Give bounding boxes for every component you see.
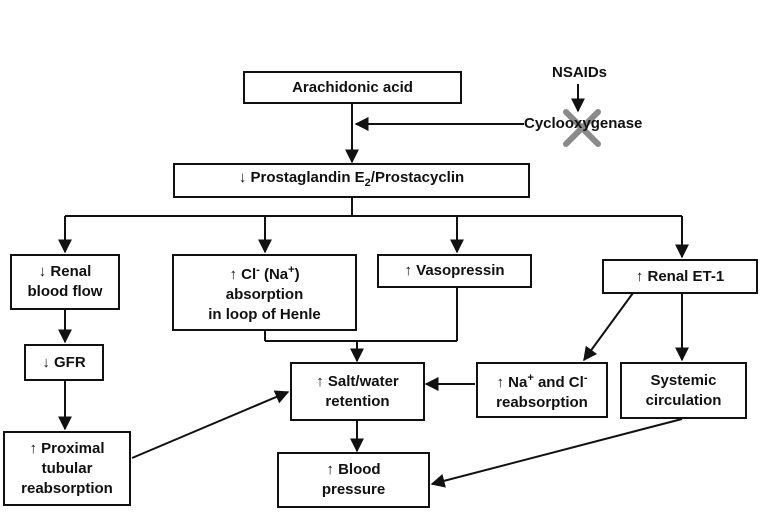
node-prostaglandin: ↓ Prostaglandin E2/Prostacyclin xyxy=(173,163,530,198)
node-salt-water-retention: ↑ Salt/water retention xyxy=(290,362,425,421)
x-mark-icon xyxy=(563,109,601,147)
node-renal-blood-flow: ↓ Renal blood flow xyxy=(10,254,120,310)
arrow-systemic-to-bp xyxy=(430,418,683,488)
node-blood-pressure: ↑ Blood pressure xyxy=(277,452,430,508)
node-nsaids: NSAIDs xyxy=(552,64,608,81)
node-renal-et1: ↑ Renal ET-1 xyxy=(602,259,758,294)
node-cl-absorption: ↑ Cl- (Na+) absorption in loop of Henle xyxy=(172,254,357,331)
node-proximal-tubular-reabsorption: ↑ Proximal tubular reabsorption xyxy=(3,431,131,506)
node-gfr: ↓ GFR xyxy=(24,344,104,381)
arrow-proximal-to-salt xyxy=(131,390,290,459)
node-arachidonic-acid: Arachidonic acid xyxy=(243,71,462,104)
node-cyclooxygenase: Cyclooxygenase xyxy=(524,115,643,132)
arrow-et1-to-na xyxy=(583,292,634,362)
node-vasopressin: ↑ Vasopressin xyxy=(377,254,532,288)
node-na-cl-reabsorption: ↑ Na+ and Cl- reabsorption xyxy=(476,362,608,418)
node-systemic-circulation: Systemic circulation xyxy=(620,362,747,419)
